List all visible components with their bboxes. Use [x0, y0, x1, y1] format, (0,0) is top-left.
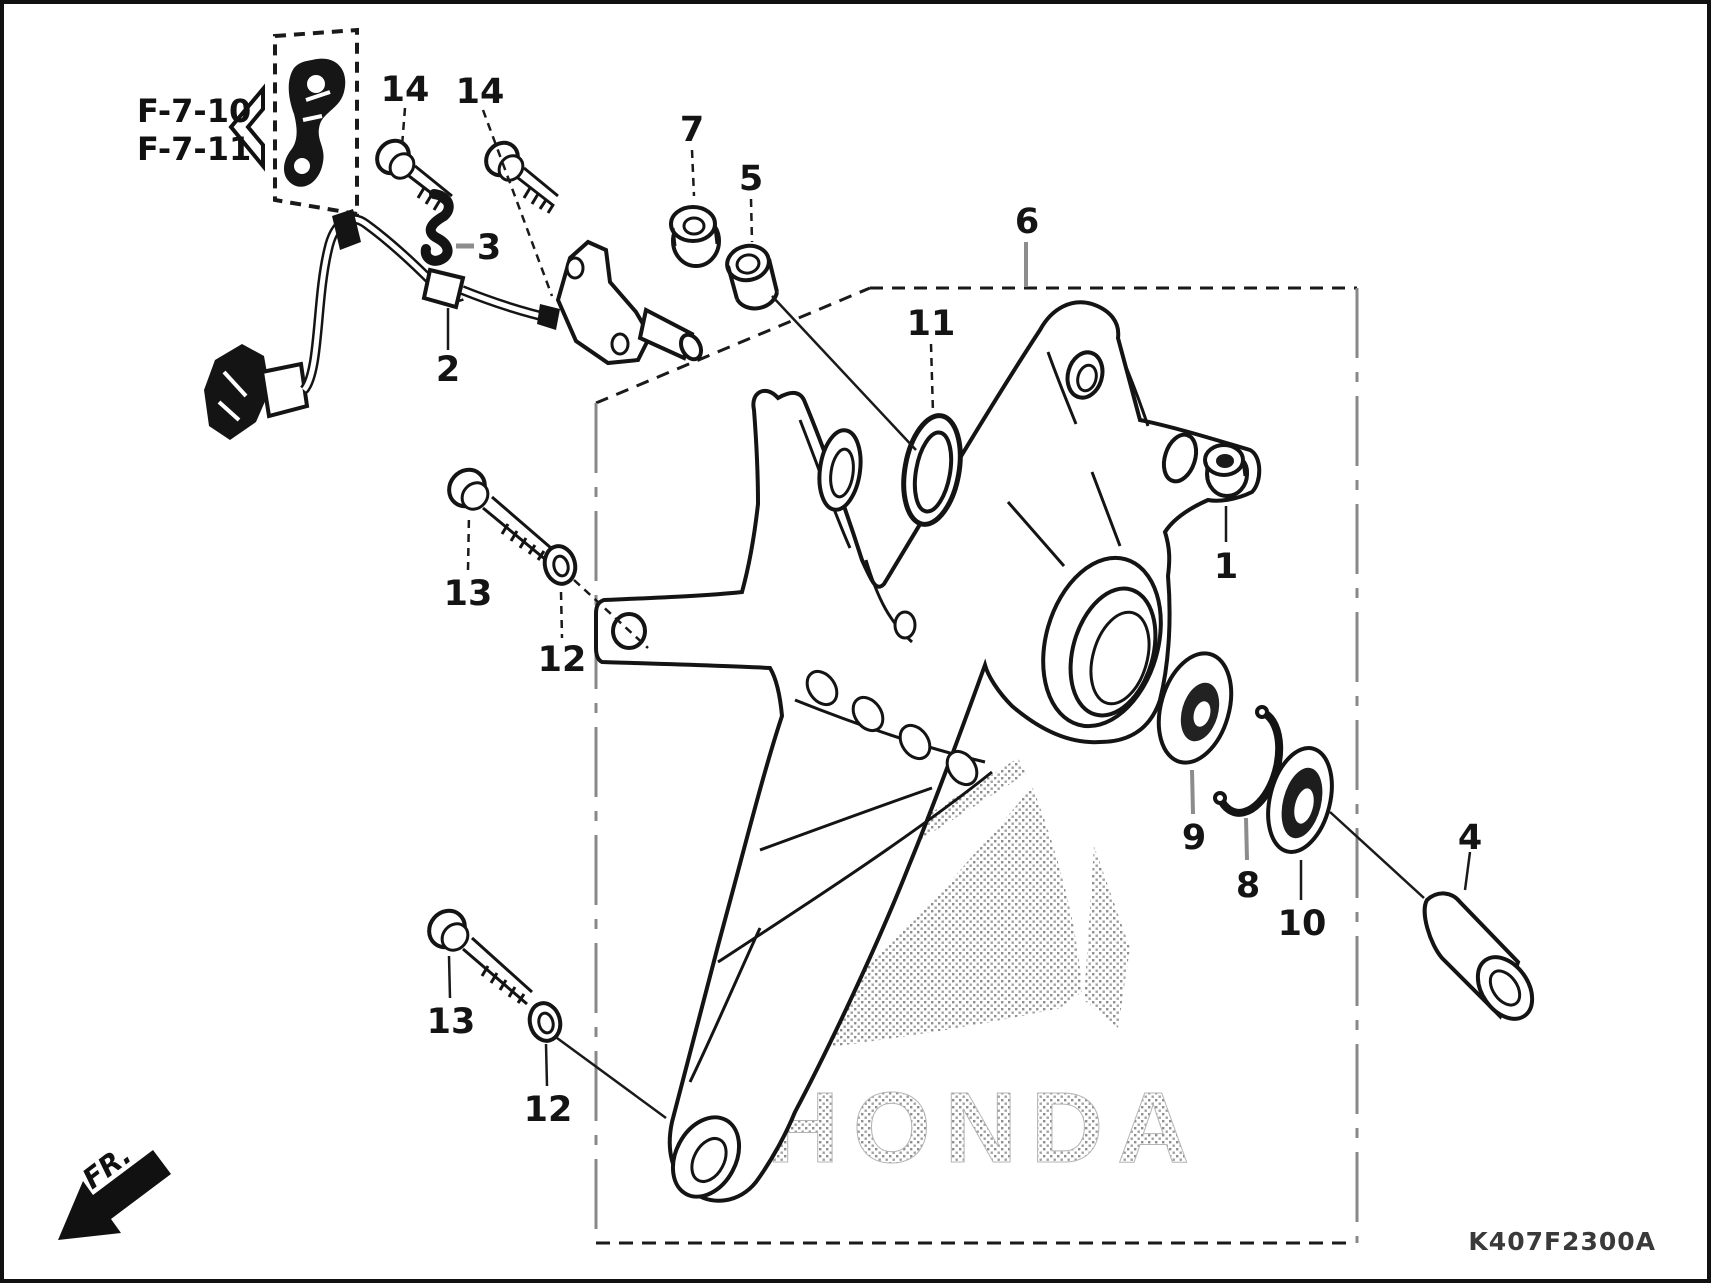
dust-seal-part11: [901, 413, 963, 527]
part-callout-6[interactable]: 6: [1015, 202, 1039, 242]
part-callout-11[interactable]: 11: [907, 304, 956, 344]
nut-part1: [1203, 443, 1249, 498]
nut-part7: [669, 205, 721, 268]
part-callout-2[interactable]: 2: [436, 350, 460, 390]
reference-arrow-icon: [228, 83, 265, 172]
reference-dashed-box: [273, 27, 359, 217]
collar-part5: [725, 243, 779, 311]
bolt-14b: [484, 140, 559, 214]
bolt-13a: [447, 467, 552, 562]
part-callout-9[interactable]: 9: [1182, 818, 1206, 858]
section-ref-link-1[interactable]: F-7-10: [137, 92, 251, 130]
section-ref-link-2[interactable]: F-7-11: [137, 130, 251, 168]
part-callout-12b[interactable]: 12: [524, 1090, 573, 1130]
part-callout-5[interactable]: 5: [739, 159, 763, 199]
abs-sensor-assembly: [204, 209, 704, 440]
watermark-text: HONDA: [767, 1072, 1204, 1184]
seal-ring-part10: [1266, 746, 1334, 854]
bracket-part: [283, 58, 346, 187]
part-callout-8[interactable]: 8: [1236, 866, 1260, 906]
part-callout-7[interactable]: 7: [680, 110, 704, 150]
part-callout-14b[interactable]: 14: [456, 72, 505, 112]
collar-part4: [1422, 891, 1535, 1021]
part-callout-1[interactable]: 1: [1214, 547, 1238, 587]
part-callout-13b[interactable]: 13: [427, 1002, 476, 1042]
wire-clamp-part3: [420, 189, 454, 266]
washer-12a: [542, 544, 578, 586]
part-callout-3[interactable]: 3: [477, 228, 501, 268]
part6-dashed-box: [594, 286, 1359, 1245]
bolt-13b: [427, 908, 534, 1006]
fr-arrow-icon: [58, 1150, 171, 1240]
part-callout-13a[interactable]: 13: [444, 574, 493, 614]
leader-lines: [400, 107, 1472, 1120]
part-callout-14a[interactable]: 14: [381, 70, 430, 110]
snap-ring-part8: [1213, 705, 1284, 817]
part-callout-4[interactable]: 4: [1458, 818, 1482, 858]
washer-12b: [527, 1001, 563, 1043]
swingarm-body: [594, 300, 1262, 1203]
part-callout-12a[interactable]: 12: [538, 640, 587, 680]
part-callout-10[interactable]: 10: [1278, 904, 1327, 944]
diagram-code: K407F2300A: [1468, 1227, 1656, 1256]
washer-part9: [1156, 651, 1234, 765]
bolt-14a: [375, 138, 453, 215]
